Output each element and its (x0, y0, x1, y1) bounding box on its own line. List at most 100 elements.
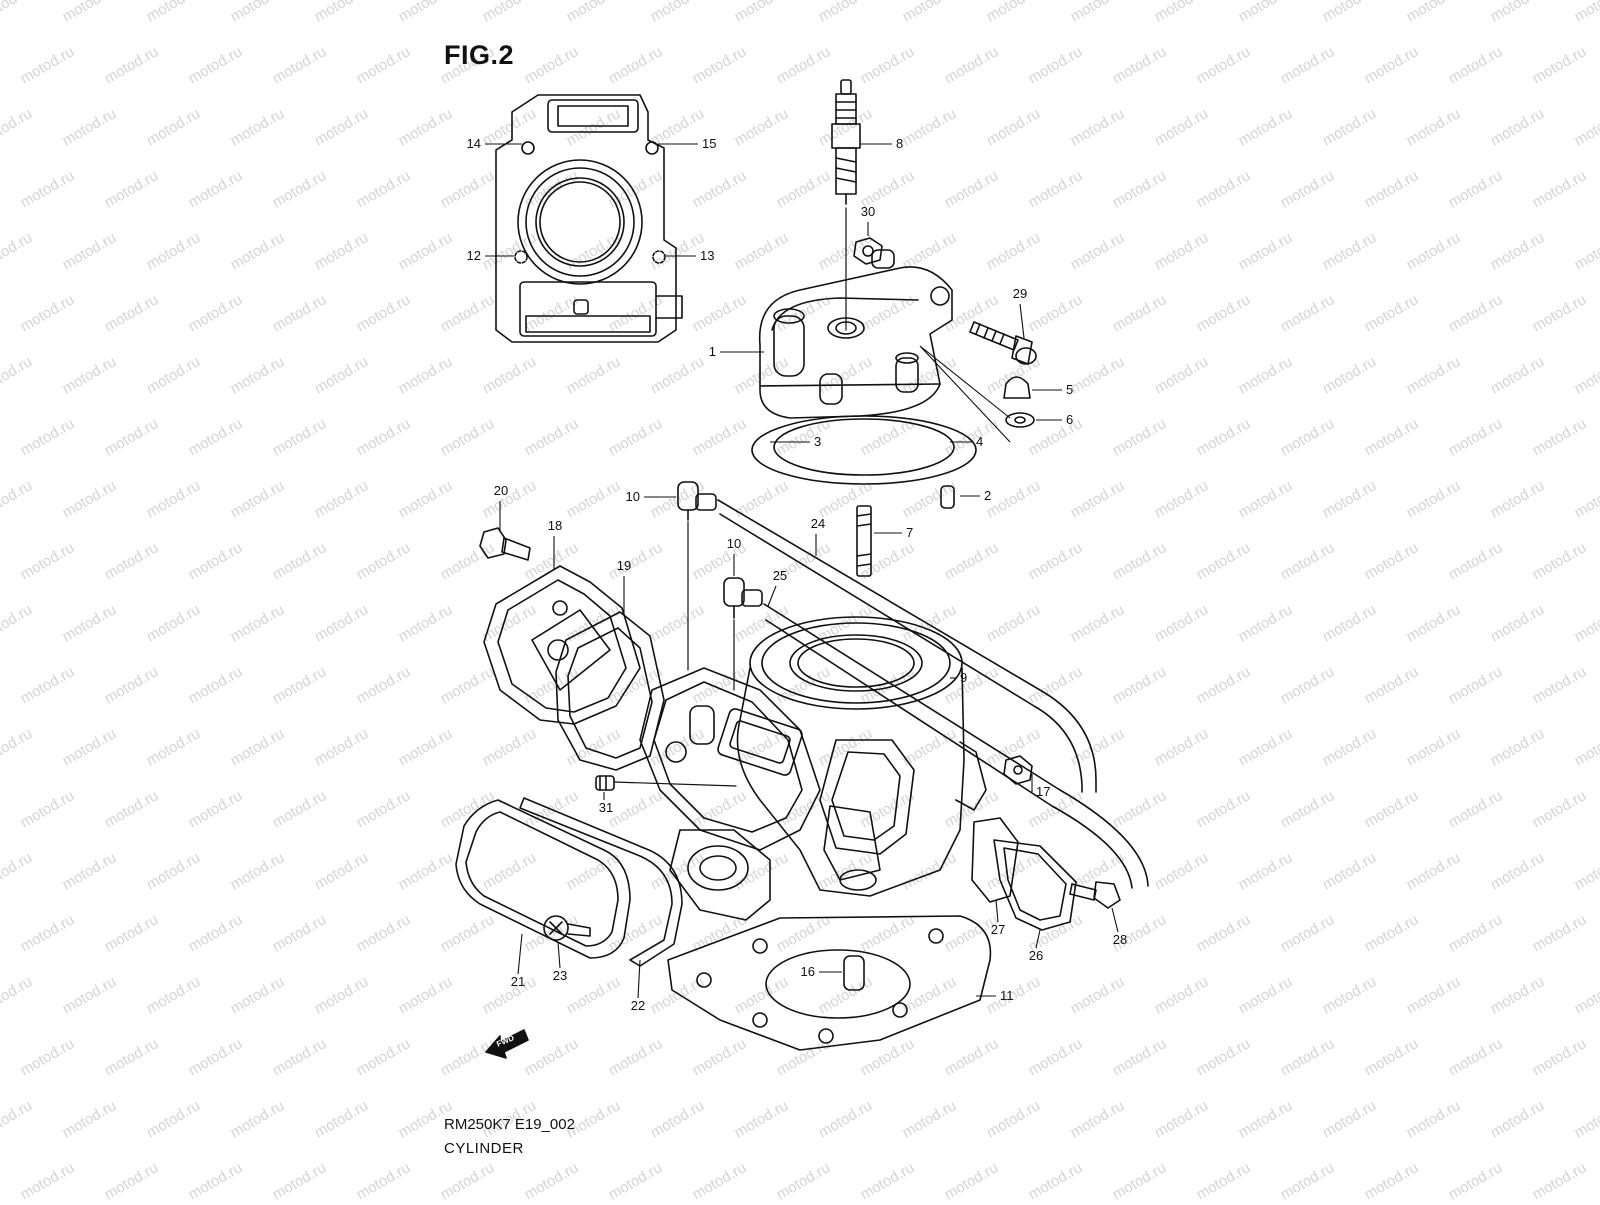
watermark-text: motod.ru (312, 477, 372, 521)
watermark-text: motod.ru (0, 477, 35, 521)
watermark-text: motod.ru (438, 1035, 498, 1079)
watermark-text: motod.ru (984, 105, 1044, 149)
watermark-text: motod.ru (1362, 1159, 1422, 1200)
callout-number: 25 (773, 568, 787, 583)
watermark-text: motod.ru (648, 849, 708, 893)
watermark-text: motod.ru (1236, 849, 1296, 893)
watermark-text: motod.ru (186, 911, 246, 955)
watermark-text: motod.ru (354, 415, 414, 459)
watermark-text: motod.ru (1278, 787, 1338, 831)
watermark-text: motod.ru (816, 229, 876, 273)
watermark-text: motod.ru (354, 663, 414, 707)
watermark-text: motod.ru (1488, 477, 1548, 521)
watermark-text: motod.ru (1362, 1035, 1422, 1079)
watermark-text: motod.ru (18, 663, 78, 707)
watermark-text: motod.ru (1320, 353, 1380, 397)
watermark-text: motod.ru (396, 0, 456, 25)
callout-number: 4 (976, 434, 983, 449)
watermark-text: motod.ru (396, 229, 456, 273)
watermark-text: motod.ru (480, 725, 540, 769)
watermark-text: motod.ru (228, 105, 288, 149)
callout-number: 18 (548, 518, 562, 533)
watermark-text: motod.ru (1068, 973, 1128, 1017)
figure-code: RM250K7 E19_002 (444, 1116, 575, 1133)
watermark-text: motod.ru (228, 973, 288, 1017)
callout-number: 24 (811, 516, 825, 531)
callout-number: 30 (861, 204, 875, 219)
watermark-text: motod.ru (816, 725, 876, 769)
watermark-text: motod.ru (522, 539, 582, 583)
watermark-text: motod.ru (732, 105, 792, 149)
watermark-text: motod.ru (1320, 1097, 1380, 1141)
watermark-text: motod.ru (60, 973, 120, 1017)
watermark-text: motod.ru (480, 353, 540, 397)
watermark-text: motod.ru (1488, 353, 1548, 397)
watermark-text: motod.ru (774, 167, 834, 211)
watermark-text: motod.ru (1320, 849, 1380, 893)
watermark-text: motod.ru (144, 0, 204, 25)
watermark-text: motod.ru (1026, 291, 1086, 335)
watermark-text: motod.ru (1446, 911, 1506, 955)
watermark-text: motod.ru (1278, 663, 1338, 707)
watermark-text: motod.ru (1404, 973, 1464, 1017)
callout-number: 7 (906, 525, 913, 540)
callout-number: 10 (727, 536, 741, 551)
watermark-text: motod.ru (186, 1159, 246, 1200)
watermark-text: motod.ru (1194, 1035, 1254, 1079)
watermark-text: motod.ru (1110, 787, 1170, 831)
watermark-text: motod.ru (18, 1159, 78, 1200)
watermark-text: motod.ru (1026, 1035, 1086, 1079)
watermark-text: motod.ru (1236, 973, 1296, 1017)
watermark-text: motod.ru (312, 105, 372, 149)
watermark-text: motod.ru (1488, 601, 1548, 645)
watermark-text: motod.ru (102, 787, 162, 831)
watermark-text: motod.ru (1446, 415, 1506, 459)
watermark-text: motod.ru (606, 787, 666, 831)
watermark-text: motod.ru (1530, 43, 1590, 87)
watermark-text: motod.ru (1530, 663, 1590, 707)
watermark-text: motod.ru (102, 1035, 162, 1079)
callout-number: 1 (709, 344, 716, 359)
watermark-text: motod.ru (1152, 849, 1212, 893)
callout-number: 6 (1066, 412, 1073, 427)
watermark-text: motod.ru (1446, 539, 1506, 583)
watermark-text: motod.ru (900, 477, 960, 521)
watermark-text: motod.ru (648, 1097, 708, 1141)
watermark-text: motod.ru (984, 477, 1044, 521)
watermark-text: motod.ru (18, 167, 78, 211)
watermark-text: motod.ru (1236, 105, 1296, 149)
watermark-text: motod.ru (438, 291, 498, 335)
watermark-text: motod.ru (480, 0, 540, 25)
watermark-text: motod.ru (270, 1035, 330, 1079)
watermark-text: motod.ru (1320, 105, 1380, 149)
watermark-text: motod.ru (354, 1035, 414, 1079)
watermark-text: motod.ru (984, 1097, 1044, 1141)
watermark-text: motod.ru (1572, 477, 1600, 521)
watermark-text: motod.ru (1572, 353, 1600, 397)
watermark-text: motod.ru (396, 105, 456, 149)
watermark-text: motod.ru (522, 291, 582, 335)
watermark-text: motod.ru (1194, 787, 1254, 831)
watermark-text: motod.ru (1488, 849, 1548, 893)
watermark-text: motod.ru (690, 43, 750, 87)
watermark-text: motod.ru (228, 849, 288, 893)
watermark-text: motod.ru (1530, 787, 1590, 831)
watermark-text: motod.ru (858, 1159, 918, 1200)
watermark-text: motod.ru (1572, 1097, 1600, 1141)
watermark-text: motod.ru (396, 353, 456, 397)
watermark-text: motod.ru (1194, 43, 1254, 87)
watermark-text: motod.ru (144, 105, 204, 149)
watermark-text: motod.ru (312, 601, 372, 645)
watermark-text: motod.ru (732, 849, 792, 893)
watermark-text: motod.ru (102, 291, 162, 335)
watermark-text: motod.ru (1488, 973, 1548, 1017)
watermark-text: motod.ru (18, 539, 78, 583)
callout-number: 14 (467, 136, 481, 151)
watermark-text: motod.ru (186, 1035, 246, 1079)
watermark-text: motod.ru (270, 291, 330, 335)
watermark-text: motod.ru (942, 167, 1002, 211)
watermark-text: motod.ru (438, 1159, 498, 1200)
watermark-text: motod.ru (1278, 539, 1338, 583)
watermark-text: motod.ru (1152, 1097, 1212, 1141)
watermark-text: motod.ru (732, 477, 792, 521)
